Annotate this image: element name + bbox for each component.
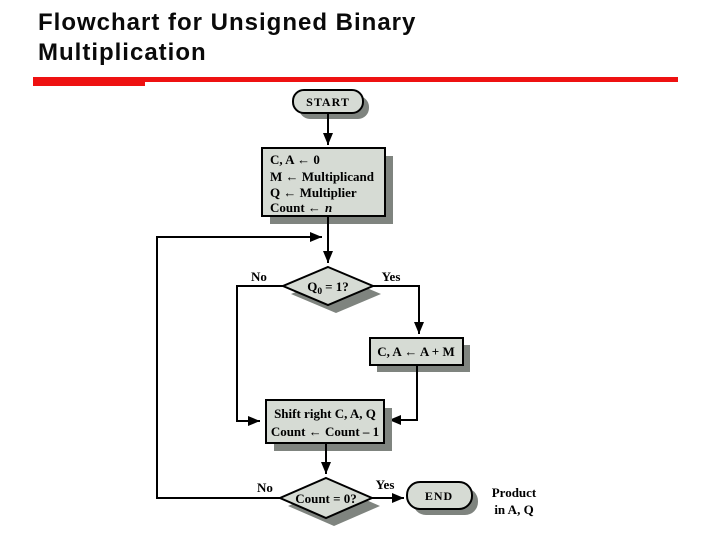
decision1-label-rest: = 1? bbox=[325, 279, 349, 294]
add-box: C, A ← A + M bbox=[369, 337, 470, 372]
decision2-yes-label: Yes bbox=[376, 477, 395, 492]
decision1-label-sub: 0 bbox=[317, 287, 322, 297]
slide-title-line1: Flowchart for Unsigned Binary bbox=[38, 9, 417, 36]
slide-title-line2: Multiplication bbox=[38, 39, 207, 66]
shift-box-line2: Count ← Count – 1 bbox=[271, 424, 379, 439]
init-line-3: Q ← Multiplier bbox=[270, 185, 357, 200]
init-line-2: M ← Multiplicand bbox=[270, 169, 375, 184]
decision1-label-base: Q bbox=[307, 279, 317, 294]
decision1-label: Q0= 1? bbox=[307, 279, 349, 297]
end-node-shape bbox=[406, 481, 473, 510]
connector-add-shift bbox=[389, 365, 418, 425]
connector-decision1-no bbox=[236, 285, 283, 426]
result-note-line1: Product bbox=[492, 485, 537, 500]
connector-decision1-yes bbox=[373, 285, 424, 334]
decision2-label: Count = 0? bbox=[295, 491, 357, 506]
shift-box: Shift right C, A, Q Count ← Count – 1 bbox=[265, 399, 392, 451]
init-box-shape bbox=[261, 147, 386, 217]
init-line-4-var: n bbox=[325, 200, 332, 215]
init-line-4: Count ← n bbox=[270, 200, 332, 215]
title-underline-thin bbox=[33, 77, 678, 82]
decision2-shape bbox=[277, 476, 375, 520]
decision1-node: Q0= 1? bbox=[280, 265, 381, 313]
decision1-yes-label: Yes bbox=[382, 269, 401, 284]
result-note-line2: in A, Q bbox=[494, 502, 533, 517]
init-line-4-base: Count ← bbox=[270, 200, 321, 215]
end-node: END bbox=[406, 481, 478, 515]
result-note: Product in A, Q bbox=[492, 485, 537, 517]
end-node-label: END bbox=[425, 489, 453, 503]
init-line-1: C, A ← 0 bbox=[270, 152, 320, 167]
decision1-no-label: No bbox=[251, 269, 267, 284]
slide-title: Flowchart for Unsigned Binary Multiplica… bbox=[38, 8, 416, 68]
init-box: C, A ← 0 M ← Multiplicand Q ← Multiplier… bbox=[261, 147, 393, 224]
title-underline-thick bbox=[33, 77, 145, 86]
connector-loop-return bbox=[156, 232, 322, 499]
decision1-shape bbox=[280, 265, 376, 307]
decision2-no-label: No bbox=[257, 480, 273, 495]
start-node-label: START bbox=[306, 95, 350, 109]
start-node: START bbox=[292, 89, 369, 119]
add-box-shape bbox=[369, 337, 464, 366]
add-box-label: C, A ← A + M bbox=[377, 344, 454, 359]
shift-box-line1: Shift right C, A, Q bbox=[274, 406, 376, 421]
decision2-node: Count = 0? bbox=[277, 476, 380, 526]
